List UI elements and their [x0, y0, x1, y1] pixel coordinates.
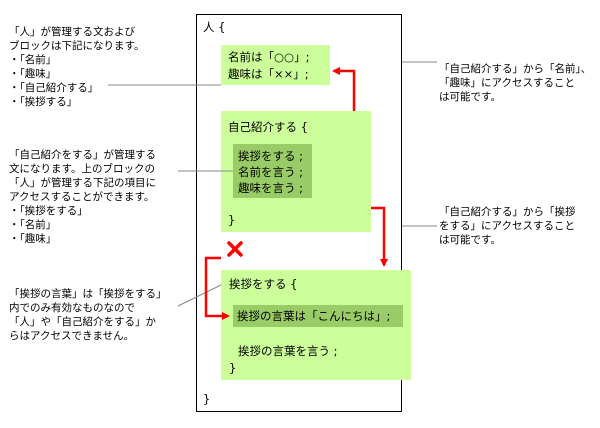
- note-line: 「自己紹介する」から「名前」、: [439, 63, 592, 75]
- note-line: 「人」が管理する下記の項目に: [9, 177, 156, 189]
- note-line: らはアクセスできません。: [9, 330, 135, 342]
- greet-local-box: [233, 305, 403, 327]
- note-line: ・「挨拶する」: [9, 96, 78, 108]
- note-line: 内でのみ有効なものなので: [9, 302, 135, 314]
- intro-scope-close: }: [228, 213, 236, 227]
- note-line: ・「趣味」: [9, 68, 57, 80]
- note-line: ・「名前」: [9, 219, 57, 231]
- greet-scope-open: 挨拶をする {: [229, 277, 298, 291]
- person-scope-box: [196, 14, 402, 412]
- note-line: 「自己紹介する」から「挨拶: [439, 206, 576, 218]
- note-line: ・「名前」: [9, 54, 57, 66]
- intro-statements-box: [233, 144, 312, 198]
- note-line: ・「挨拶をする」: [9, 205, 88, 217]
- note-line: 「自己紹介をする」が管理する: [9, 149, 156, 161]
- note-line: 「人」が管理する文および: [9, 26, 135, 38]
- note-line: ・「自己紹介する」: [9, 82, 99, 94]
- note-access-name-hobby: 「自己紹介する」から「名前」、 「趣味」にアクセスすること は可能です。: [439, 62, 591, 104]
- note-line: は可能です。: [439, 234, 501, 246]
- intro-statement-greet: 挨拶をする ;: [238, 149, 304, 163]
- note-line: 「挨拶の言葉」は「挨拶をする」: [9, 288, 167, 300]
- note-line: ・「趣味」: [9, 233, 57, 245]
- note-access-greet: 「自己紹介する」から「挨拶 をする」にアクセスすること は可能です。: [439, 205, 576, 247]
- note-greet-scope: 「挨拶の言葉」は「挨拶をする」 内でのみ有効なものなので 「人」や「自己紹介をす…: [9, 287, 167, 343]
- note-line: 「人」や「自己紹介をする」か: [9, 316, 156, 328]
- person-members-box: [221, 45, 330, 85]
- person-scope-open: 人 {: [203, 20, 226, 34]
- greet-local-variable: 挨拶の言葉は「こんにちは」;: [237, 309, 391, 323]
- arrow-blocked-access: [204, 256, 230, 320]
- note-intro-scope: 「自己紹介をする」が管理する 文になります。上のブロックの 「人」が管理する下記…: [9, 148, 156, 246]
- note-line: は可能です。: [439, 91, 501, 103]
- intro-statement-name: 名前を言う ;: [238, 165, 304, 179]
- note-line: アクセスすることができます。: [9, 191, 155, 203]
- note-line: をする」にアクセスすること: [439, 220, 575, 232]
- person-scope-close: }: [203, 392, 211, 406]
- member-hobby: 趣味は「××」;: [228, 67, 309, 81]
- note-person-scope: 「人」が管理する文および ブロックは下記になります。 ・「名前」 ・「趣味」 ・…: [9, 25, 144, 109]
- member-name: 名前は「○○」;: [228, 50, 310, 64]
- note-line: 文になります。上のブロックの: [9, 163, 155, 175]
- intro-statement-hobby: 趣味を言う ;: [238, 181, 304, 195]
- greet-say-statement: 挨拶の言葉を言う ;: [238, 344, 338, 358]
- cross-mark-icon: [227, 241, 243, 257]
- arrow-intro-to-greet: [371, 206, 388, 267]
- arrow-intro-to-members: [332, 67, 356, 111]
- intro-scope-open: 自己紹介する {: [228, 120, 308, 134]
- leader-line-greet: [177, 284, 222, 307]
- greet-scope-close: }: [229, 361, 237, 375]
- note-line: ブロックは下記になります。: [9, 40, 145, 52]
- note-line: 「趣味」にアクセスすること: [439, 77, 575, 89]
